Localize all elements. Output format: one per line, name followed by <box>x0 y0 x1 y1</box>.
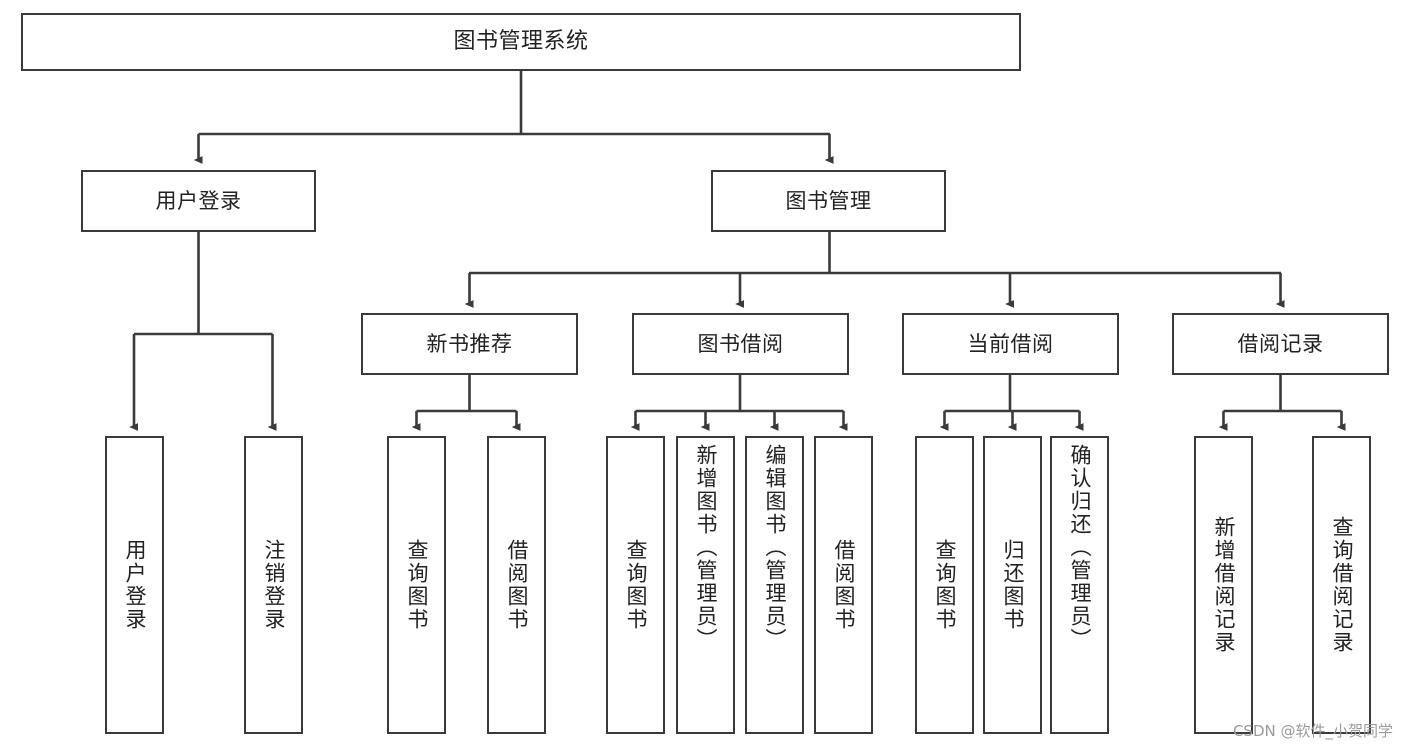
node-leaf-query-record-label: 查询借阅记录 <box>1330 516 1354 654</box>
node-leaf-query-book-1-label: 查询图书 <box>405 539 429 631</box>
node-leaf-query-book-2-label: 查询图书 <box>624 539 648 631</box>
node-leaf-borrow-book-1-label: 借阅图书 <box>505 539 529 631</box>
node-book-borrow-label: 图书借阅 <box>697 331 784 356</box>
node-leaf-query-record[interactable]: 查询借阅记录 <box>1312 436 1371 734</box>
node-leaf-add-book[interactable]: 新增图书（管理员） <box>676 436 735 734</box>
node-leaf-user-login-label: 用户登录 <box>123 539 147 631</box>
node-root[interactable]: 图书管理系统 <box>21 13 1021 71</box>
node-user-login[interactable]: 用户登录 <box>81 170 316 232</box>
node-leaf-borrow-book-2-label: 借阅图书 <box>832 539 856 631</box>
node-leaf-query-book-3-label: 查询图书 <box>933 539 957 631</box>
node-borrow-record-label: 借阅记录 <box>1237 331 1324 356</box>
node-current-borrow[interactable]: 当前借阅 <box>902 313 1119 375</box>
node-current-borrow-label: 当前借阅 <box>967 331 1054 356</box>
node-leaf-borrow-book-2[interactable]: 借阅图书 <box>814 436 873 734</box>
watermark: CSDN @软件_小贺同学 <box>1232 722 1393 740</box>
node-new-book-rec[interactable]: 新书推荐 <box>361 313 578 375</box>
node-leaf-add-record[interactable]: 新增借阅记录 <box>1194 436 1253 734</box>
node-leaf-query-book-2[interactable]: 查询图书 <box>606 436 665 734</box>
node-leaf-add-book-label: 新增图书（管理员） <box>694 444 718 651</box>
node-leaf-query-book-1[interactable]: 查询图书 <box>387 436 446 734</box>
node-leaf-query-book-3[interactable]: 查询图书 <box>915 436 974 734</box>
node-leaf-borrow-book-1[interactable]: 借阅图书 <box>487 436 546 734</box>
node-user-login-label: 用户登录 <box>155 188 242 213</box>
node-leaf-confirm-return-label: 确认归还（管理员） <box>1068 444 1092 651</box>
node-leaf-edit-book[interactable]: 编辑图书（管理员） <box>745 436 804 734</box>
node-book-borrow[interactable]: 图书借阅 <box>632 313 849 375</box>
node-leaf-add-record-label: 新增借阅记录 <box>1212 516 1236 654</box>
node-root-label: 图书管理系统 <box>453 29 589 54</box>
node-new-book-rec-label: 新书推荐 <box>426 331 513 356</box>
node-leaf-user-logout[interactable]: 注销登录 <box>244 436 303 734</box>
node-leaf-return-book[interactable]: 归还图书 <box>983 436 1042 734</box>
node-borrow-record[interactable]: 借阅记录 <box>1172 313 1389 375</box>
node-leaf-confirm-return[interactable]: 确认归还（管理员） <box>1050 436 1109 734</box>
node-leaf-edit-book-label: 编辑图书（管理员） <box>763 444 787 651</box>
node-leaf-return-book-label: 归还图书 <box>1001 539 1025 631</box>
node-book-manage-label: 图书管理 <box>785 188 872 213</box>
node-book-manage[interactable]: 图书管理 <box>711 170 946 232</box>
node-leaf-user-logout-label: 注销登录 <box>262 539 286 631</box>
node-leaf-user-login[interactable]: 用户登录 <box>105 436 164 734</box>
